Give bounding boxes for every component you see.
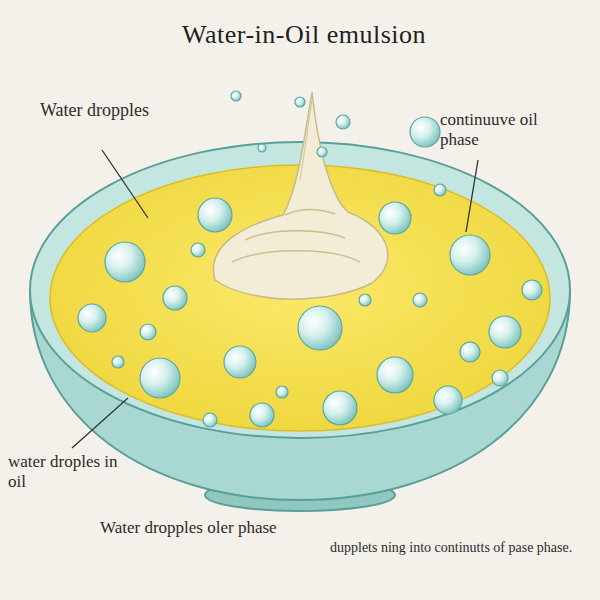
cream-swirl (213, 92, 387, 299)
oil-phase-label: continuuve oil phase (440, 110, 570, 149)
caption-label: Water dropples oler phase (100, 518, 290, 538)
droplet-label: Water dropples (40, 100, 150, 121)
note-label: dupplets ning into continutts of pase ph… (330, 540, 592, 556)
diagram-title: Water-in-Oil emulsion (4, 20, 600, 50)
droplet-label: water droples in oil (8, 452, 118, 491)
leader-lines (72, 150, 478, 448)
